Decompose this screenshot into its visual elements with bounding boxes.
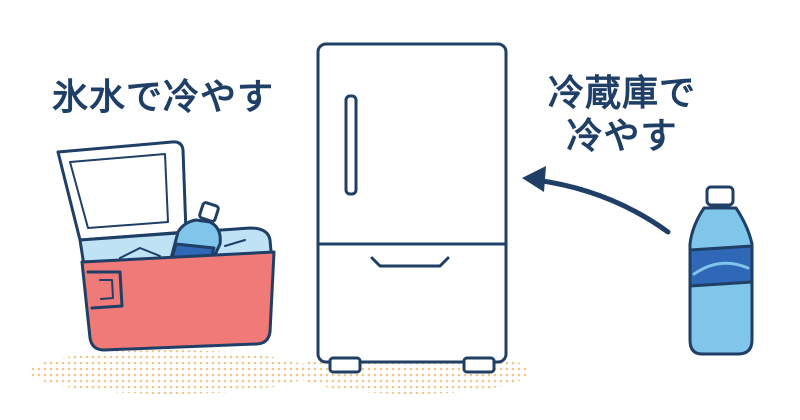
bottle-cap	[705, 185, 735, 207]
cooler-shadow	[30, 350, 310, 394]
plastic-bottle-icon	[688, 185, 754, 356]
bottle-label	[688, 244, 754, 288]
fridge-door-handle	[344, 94, 358, 196]
fridge-foot-left	[328, 356, 362, 374]
fridge-body	[316, 42, 508, 364]
fridge-label-line-1: 冷蔵庫で	[548, 73, 697, 114]
cooler-body	[80, 250, 276, 352]
cooler-lid	[56, 140, 188, 242]
fridge-label: 冷蔵庫で 冷やす	[548, 72, 696, 158]
fridge-label-line-2: 冷やす	[566, 116, 678, 158]
ice-water-label: 氷水で冷やす	[52, 77, 275, 118]
curved-arrow-icon	[522, 166, 671, 235]
cooler-box-icon	[56, 140, 276, 352]
refrigerator-icon	[316, 42, 508, 374]
fridge-drawer-handle	[370, 256, 450, 268]
fridge-foot-right	[462, 356, 496, 374]
